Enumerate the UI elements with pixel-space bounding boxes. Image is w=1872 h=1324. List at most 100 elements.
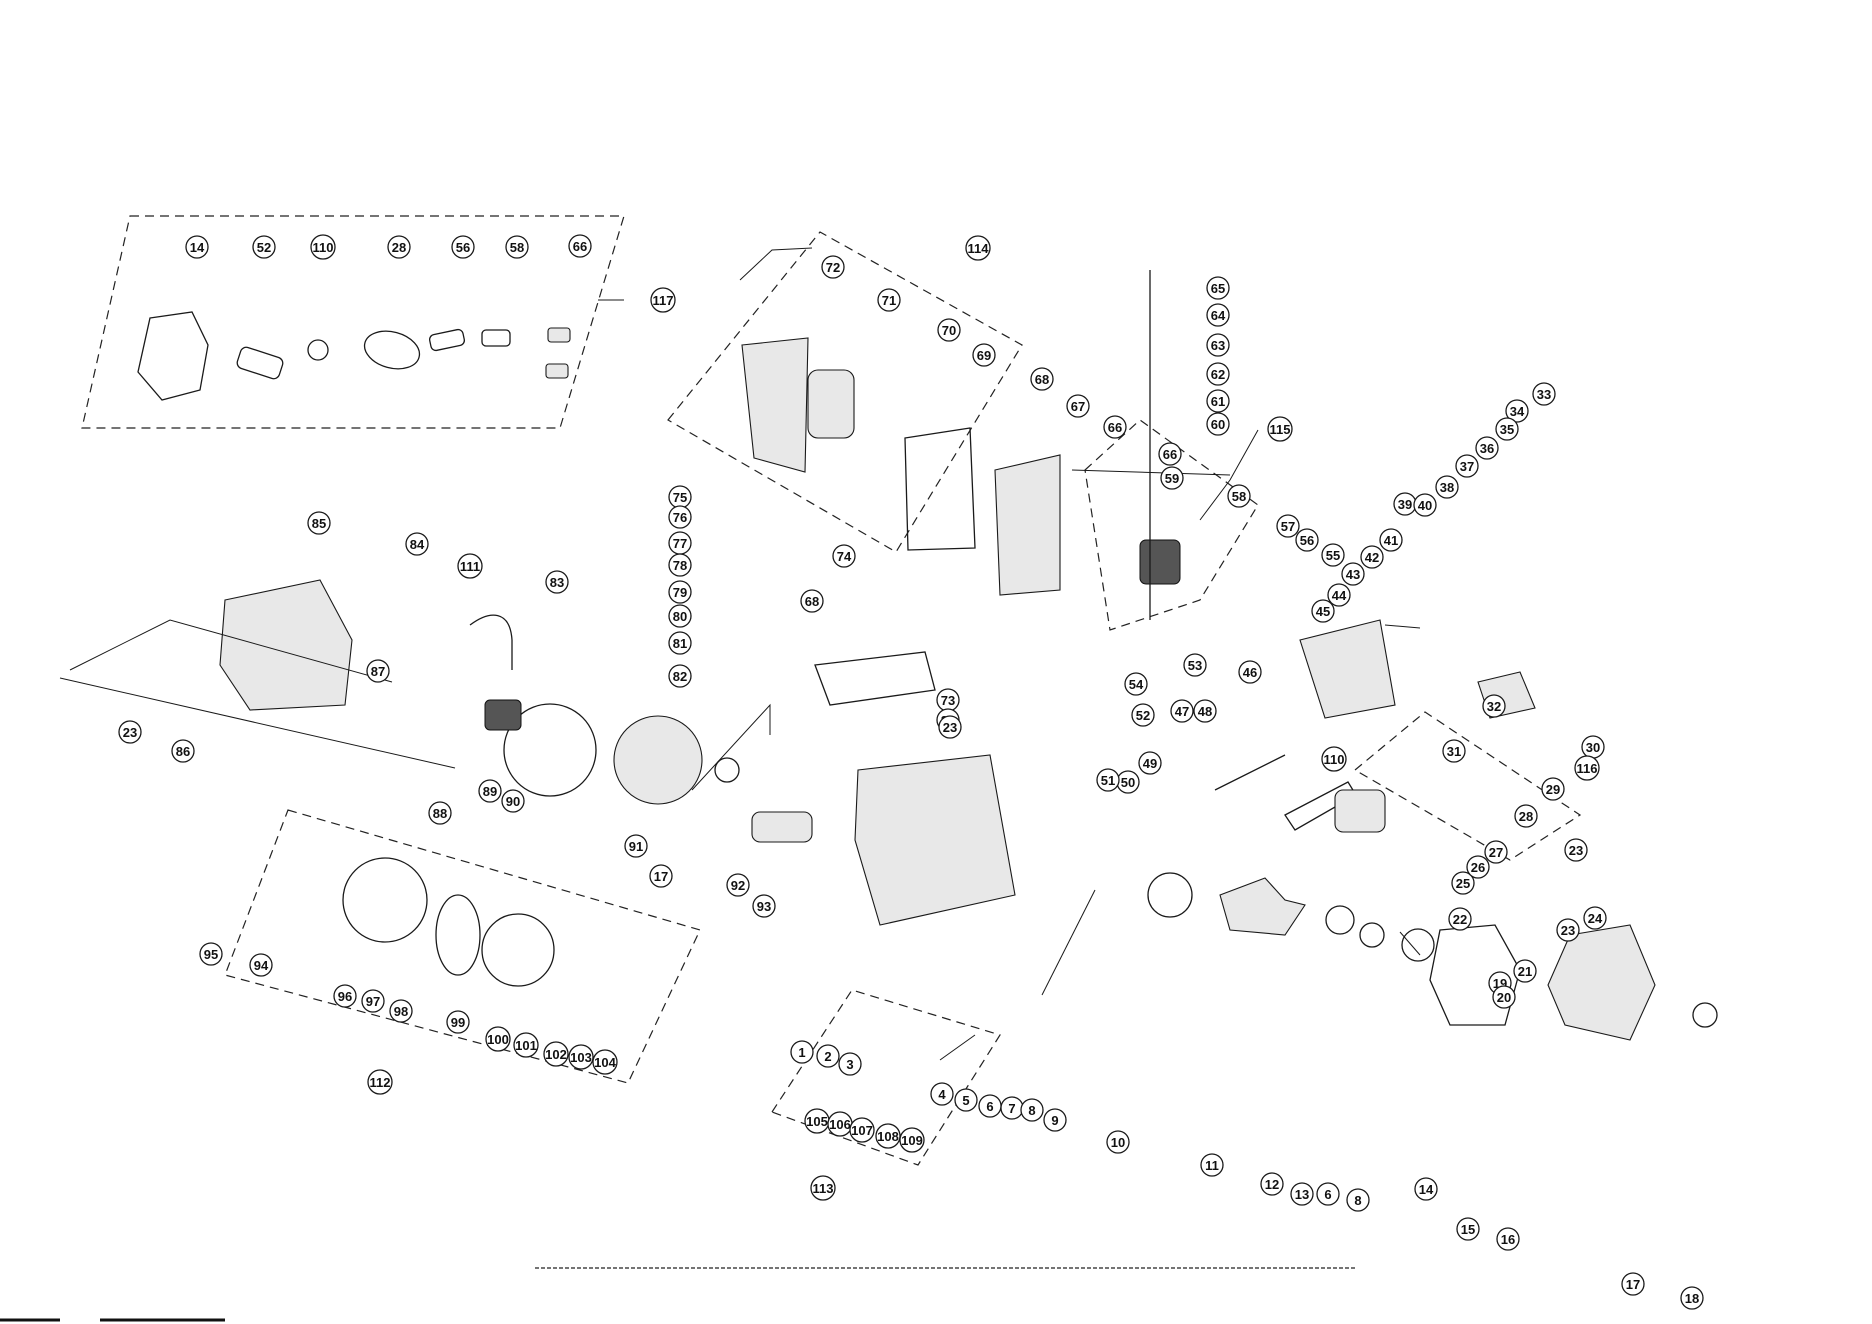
callout-31: 31 <box>1442 739 1466 763</box>
callout-label: 36 <box>1480 441 1494 456</box>
callout-110: 110 <box>1321 746 1347 772</box>
callout-label: 14 <box>1419 1182 1434 1197</box>
callout-17: 17 <box>1621 1272 1645 1296</box>
gasket-58 <box>481 329 511 347</box>
callout-label: 47 <box>1175 704 1189 719</box>
callout-label: 109 <box>901 1133 923 1148</box>
callout-18: 18 <box>1680 1286 1704 1310</box>
callout-80: 80 <box>668 604 692 628</box>
callout-label: 117 <box>653 293 674 308</box>
callout-label: 34 <box>1510 404 1525 419</box>
callout-label: 100 <box>487 1032 509 1047</box>
crankcase-cover-16 <box>1547 924 1656 1041</box>
callout-47: 47 <box>1170 699 1194 723</box>
ignition-coil-88 <box>484 699 522 731</box>
callout-label: 79 <box>673 585 687 600</box>
callout-label: 46 <box>1243 665 1257 680</box>
callout-label: 56 <box>1300 533 1314 548</box>
callout-97: 97 <box>361 989 385 1013</box>
callout-label: 69 <box>977 348 991 363</box>
callout-14: 14 <box>185 235 209 259</box>
gasket-56 <box>428 328 466 352</box>
callout-label: 60 <box>1211 417 1225 432</box>
callout-5: 5 <box>954 1088 978 1112</box>
callout-label: 1 <box>798 1045 805 1060</box>
callout-50: 50 <box>1116 770 1140 794</box>
callout-93: 93 <box>752 894 776 918</box>
leader-lines <box>59 247 1421 1061</box>
callout-label: 18 <box>1685 1291 1699 1306</box>
callout-label: 99 <box>451 1015 465 1030</box>
callout-17: 17 <box>649 864 673 888</box>
callout-label: 39 <box>1398 497 1412 512</box>
callout-104: 104 <box>592 1049 618 1075</box>
callout-88: 88 <box>428 801 452 825</box>
callout-117: 117 <box>650 287 676 313</box>
camshaft-gear-10 <box>1147 872 1193 918</box>
callout-14: 14 <box>1414 1177 1438 1201</box>
callout-label: 52 <box>1136 708 1150 723</box>
gasket-110 <box>307 339 329 361</box>
callout-label: 92 <box>731 878 745 893</box>
callout-37: 37 <box>1455 454 1479 478</box>
callout-label: 40 <box>1418 498 1432 513</box>
callout-114: 114 <box>965 235 991 261</box>
callout-label: 68 <box>805 594 819 609</box>
callout-label: 30 <box>1586 740 1600 755</box>
callout-label: 17 <box>654 869 668 884</box>
callout-label: 113 <box>813 1181 834 1196</box>
callout-label: 32 <box>1487 699 1501 714</box>
group-outlines <box>81 215 1582 1166</box>
callout-78: 78 <box>668 553 692 577</box>
callout-label: 45 <box>1316 604 1330 619</box>
callout-8: 8 <box>1020 1098 1044 1122</box>
callout-label: 107 <box>851 1123 873 1138</box>
callout-23: 23 <box>1556 918 1580 942</box>
callout-107: 107 <box>849 1117 875 1143</box>
callout-label: 64 <box>1211 308 1226 323</box>
callout-28: 28 <box>1514 804 1538 828</box>
callout-label: 38 <box>1440 480 1454 495</box>
callout-6: 6 <box>1316 1182 1340 1206</box>
callout-23: 23 <box>938 715 962 739</box>
callout-label: 82 <box>673 669 687 684</box>
callout-113: 113 <box>810 1175 836 1201</box>
air-filter-base <box>994 454 1061 596</box>
bearing-13 <box>1359 922 1385 948</box>
callout-102: 102 <box>543 1041 569 1067</box>
gasket-14 <box>137 311 209 401</box>
push-rods <box>1214 754 1286 791</box>
callout-39: 39 <box>1393 492 1417 516</box>
callout-87: 87 <box>366 659 390 683</box>
callout-1: 1 <box>790 1040 814 1064</box>
group-116-outline <box>1353 711 1582 861</box>
callout-73: 73 <box>936 688 960 712</box>
callout-30: 30 <box>1581 735 1605 759</box>
callout-92: 92 <box>726 873 750 897</box>
callout-label: 55 <box>1326 548 1340 563</box>
callout-label: 48 <box>1198 704 1212 719</box>
callout-84: 84 <box>405 532 429 556</box>
callout-label: 98 <box>394 1004 408 1019</box>
callout-62: 62 <box>1206 362 1230 386</box>
callout-label: 28 <box>392 240 406 255</box>
callout-label: 75 <box>673 490 687 505</box>
callout-41: 41 <box>1379 528 1403 552</box>
callout-115: 115 <box>1267 416 1293 442</box>
callout-66: 66 <box>568 234 592 258</box>
callout-label: 23 <box>1569 843 1583 858</box>
callout-label: 85 <box>312 516 326 531</box>
callout-77: 77 <box>668 531 692 555</box>
callout-label: 90 <box>506 794 520 809</box>
callout-label: 20 <box>1497 990 1511 1005</box>
callout-label: 110 <box>313 240 334 255</box>
callout-label: 2 <box>824 1049 831 1064</box>
callout-111: 111 <box>457 553 483 579</box>
callout-42: 42 <box>1360 545 1384 569</box>
callout-23: 23 <box>118 720 142 744</box>
group-112-outline <box>224 809 701 1084</box>
callout-label: 91 <box>629 839 643 854</box>
callout-label: 70 <box>942 323 956 338</box>
callout-label: 97 <box>366 994 380 1009</box>
callout-53: 53 <box>1183 653 1207 677</box>
